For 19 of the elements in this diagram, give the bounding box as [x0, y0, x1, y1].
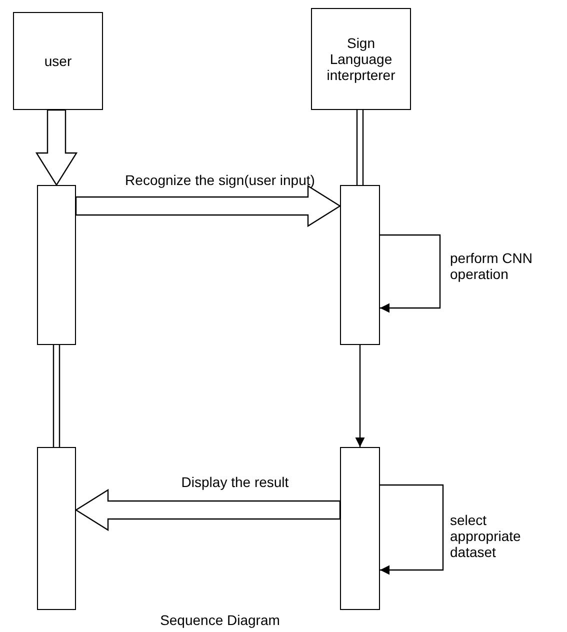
message-label: select appropriate dataset: [450, 512, 522, 560]
lifeline-head-box: user: [13, 12, 103, 110]
activation-bar: [340, 447, 380, 610]
self-message-arrow: [380, 484, 444, 575]
activation-bar: [37, 447, 76, 610]
activation-bar: [37, 185, 76, 345]
self-message-arrow: [380, 234, 441, 313]
lifeline: [52, 344, 60, 448]
message-label: perform CNN operation: [450, 250, 534, 282]
message-label: Recognize the sign(user input): [124, 172, 316, 188]
activation-bar: [340, 185, 380, 345]
lifeline-head-box: Sign Language interprterer: [311, 8, 411, 110]
lifeline: [356, 109, 364, 186]
block-arrow: [35, 109, 78, 186]
message-label: Display the result: [180, 474, 290, 490]
block-arrow: [75, 184, 342, 228]
block-arrow: [74, 488, 341, 532]
message-arrow: [355, 345, 365, 447]
caption: Sequence Diagram: [159, 612, 281, 628]
